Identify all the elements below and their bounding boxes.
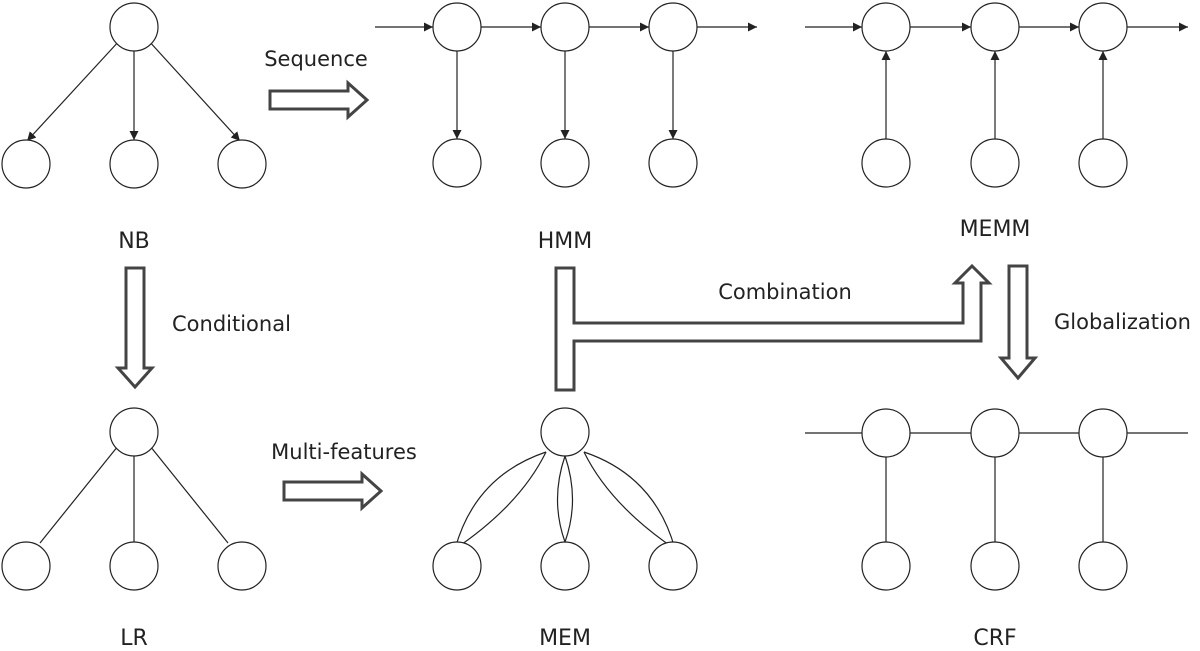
memm-observation-node-1 (861, 138, 911, 188)
hmm-state-node-1 (432, 2, 482, 52)
hmm-observation-node-3 (648, 138, 698, 188)
mem-edge-middle-left (556, 455, 566, 543)
mem-feature-node-2 (540, 541, 590, 591)
lr-feature-node-3 (217, 541, 267, 591)
crf-graph (805, 408, 1188, 591)
hmm-state-node-3 (648, 2, 698, 52)
sequence-label: Sequence (264, 47, 368, 71)
memm-label: MEMM (960, 217, 1031, 242)
lr-edge-left (39, 445, 119, 544)
hmm-label: HMM (538, 229, 593, 254)
hmm-graph (375, 2, 757, 188)
hmm-observation-node-1 (432, 138, 482, 188)
memm-state-node-2 (970, 2, 1020, 52)
multi-features-arrow (282, 470, 384, 512)
globalization-arrow (997, 264, 1039, 381)
hmm-observation-node-2 (540, 138, 590, 188)
hmm-state-node-2 (540, 2, 590, 52)
mem-feature-node-3 (648, 541, 698, 591)
crf-observation-node-3 (1078, 541, 1128, 591)
mem-graph (432, 407, 698, 591)
lr-graph (1, 407, 267, 591)
nb-feature-node-1 (1, 139, 51, 189)
crf-state-node-2 (970, 408, 1020, 458)
globalization-label: Globalization (1054, 310, 1191, 334)
multi-features-label: Multi-features (271, 440, 417, 464)
conditional-label: Conditional (172, 312, 291, 336)
mem-class-node (540, 407, 590, 457)
mem-edge-left-outer (454, 451, 547, 550)
memm-state-node-3 (1078, 2, 1128, 52)
mem-edge-right-inner (583, 451, 676, 550)
mem-label: MEM (539, 626, 591, 651)
nb-label: NB (118, 229, 150, 254)
memm-graph (805, 2, 1188, 188)
nb-edge-left (26, 39, 121, 142)
combination-label: Combination (718, 280, 852, 304)
crf-state-node-3 (1078, 408, 1128, 458)
crf-label: CRF (973, 626, 1016, 651)
conditional-arrow (114, 266, 156, 390)
lr-class-node (109, 407, 159, 457)
nb-feature-node-2 (109, 139, 159, 189)
lr-feature-node-2 (109, 541, 159, 591)
lr-feature-node-1 (1, 541, 51, 591)
lr-edge-right (149, 445, 229, 544)
crf-state-node-1 (861, 408, 911, 458)
memm-observation-node-3 (1078, 138, 1128, 188)
sequence-arrow (268, 79, 370, 121)
mem-feature-node-1 (432, 541, 482, 591)
mem-edge-right-outer (583, 451, 676, 550)
combination-arrow (554, 263, 993, 392)
mem-edge-middle-right (564, 455, 574, 543)
memm-observation-node-2 (970, 138, 1020, 188)
lr-label: LR (120, 626, 148, 651)
crf-observation-node-1 (861, 541, 911, 591)
memm-state-node-1 (861, 2, 911, 52)
nb-edge-right (147, 39, 241, 142)
nb-feature-node-3 (217, 139, 267, 189)
crf-observation-node-2 (970, 541, 1020, 591)
nb-graph (1, 2, 267, 189)
nb-class-node (109, 2, 159, 52)
mem-edge-left-inner (454, 451, 547, 550)
